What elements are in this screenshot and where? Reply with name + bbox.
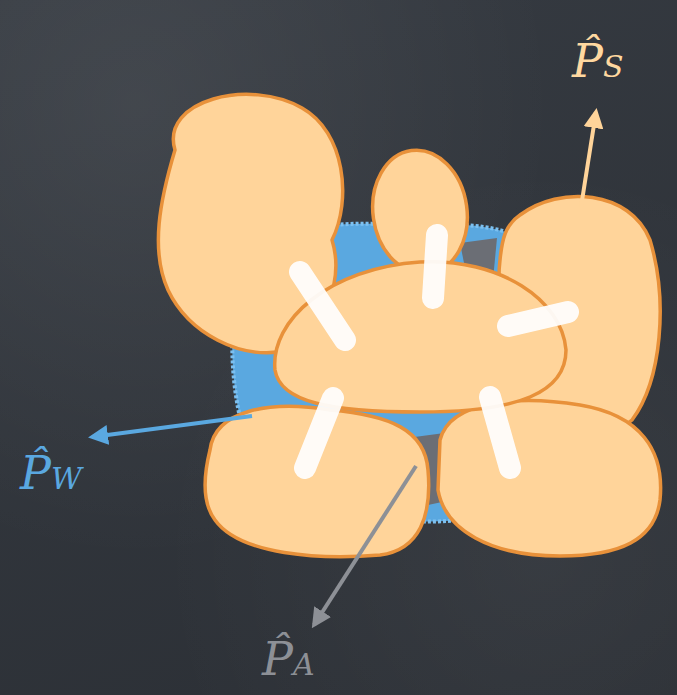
contact-bar: [300, 272, 345, 340]
operator-label: P̂W: [20, 446, 82, 501]
subunit-blob: [365, 144, 475, 280]
subunit-blob: [438, 401, 661, 556]
leader-arrow: [314, 466, 416, 625]
operator-label: P̂S: [572, 34, 624, 89]
contact-bar: [433, 235, 437, 298]
operator-label: P̂A: [262, 632, 315, 687]
contact-bar: [490, 397, 510, 468]
subunit-blob: [275, 262, 566, 412]
contact-bar: [508, 312, 568, 326]
contact-bar: [305, 398, 333, 468]
leader-arrow: [92, 416, 252, 437]
leader-arrow: [581, 112, 596, 207]
